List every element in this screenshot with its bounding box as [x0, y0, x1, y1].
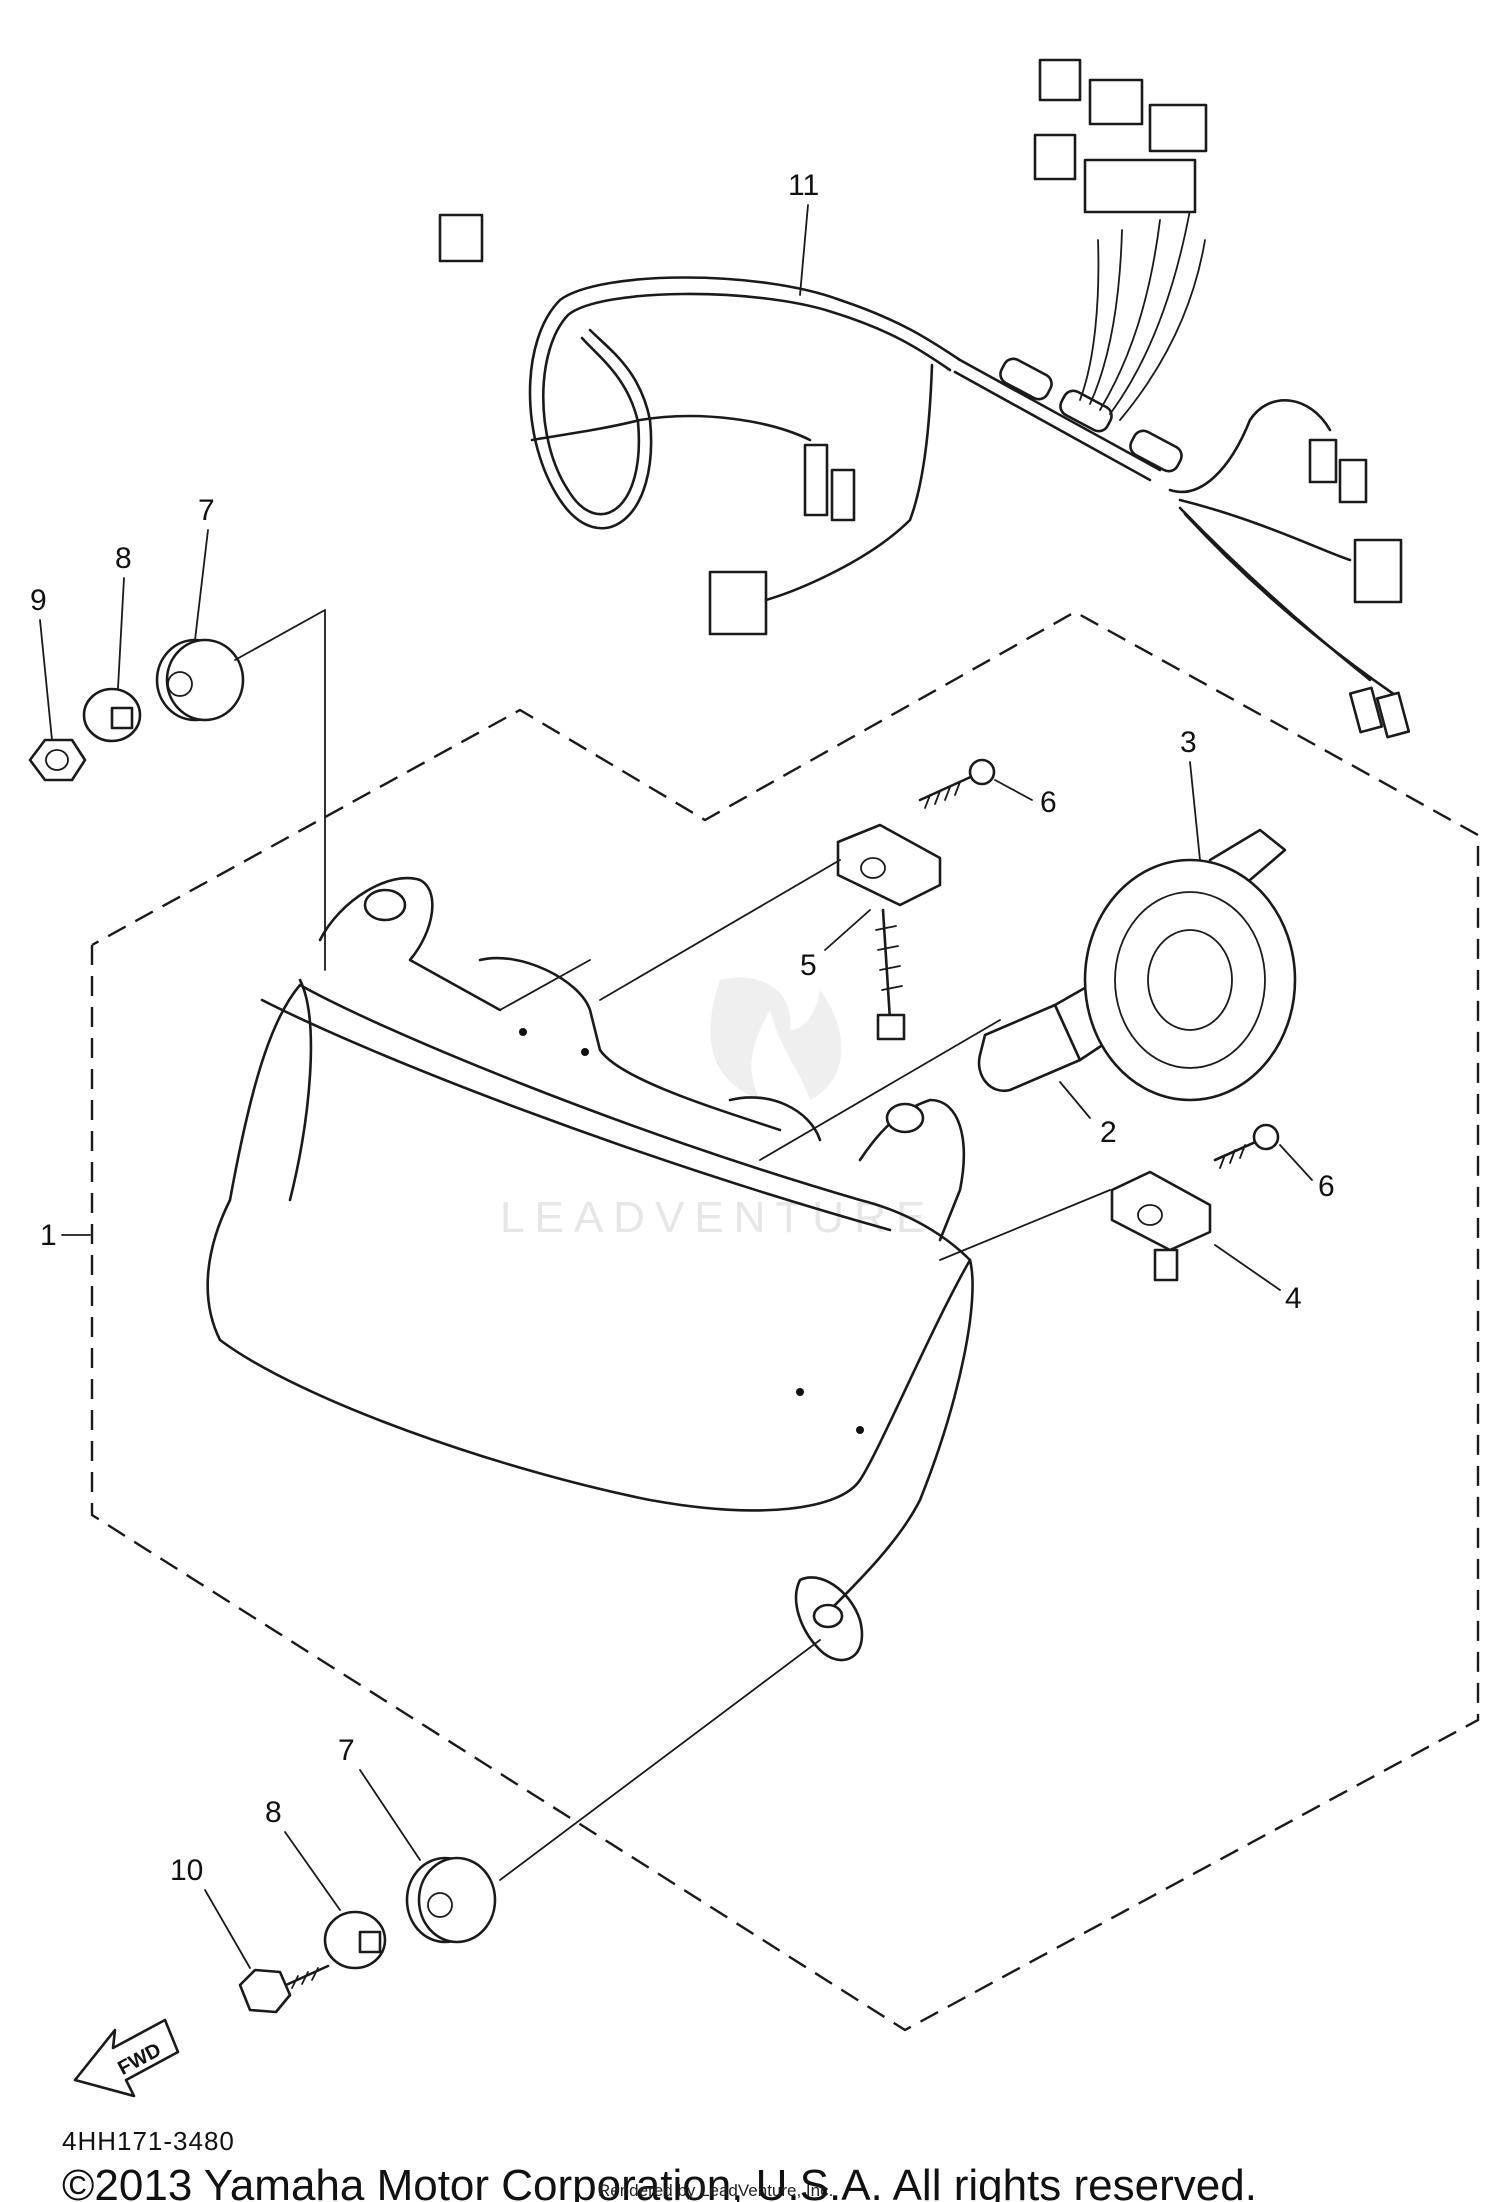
harness-connector-bottom	[708, 570, 768, 636]
harness-sleeve-3	[1129, 429, 1183, 473]
headlight-mount-hole-right	[885, 1102, 925, 1134]
bolt-lower	[238, 1964, 330, 2014]
callout-5: 5	[800, 949, 817, 982]
harness-sleeve-1	[999, 357, 1053, 401]
callout-7-upper: 7	[198, 494, 215, 527]
harness-connector-cluster-4	[1033, 133, 1077, 181]
screw-upper	[918, 758, 996, 809]
callout-6-upper: 6	[1040, 786, 1057, 819]
callout-2: 2	[1100, 1116, 1117, 1149]
grommet-upper	[155, 638, 245, 722]
callouts: 1 2 3 4 5 6 6 7 7 8 8 9 10 11	[30, 169, 1335, 1969]
callout-10: 10	[170, 1854, 203, 1887]
harness-sleeve-2	[1059, 389, 1113, 433]
headlight-lens	[206, 983, 972, 1512]
screw-lower	[1213, 1123, 1280, 1169]
harness-connector-right-3	[1353, 538, 1403, 604]
headlight-assembly	[206, 876, 974, 1662]
headlight-housing-top	[478, 956, 782, 1132]
wire-harness	[438, 58, 1411, 739]
harness-terminal-2	[1375, 691, 1411, 739]
callout-7-lower: 7	[338, 1734, 355, 1767]
adjuster-bracket-upper	[836, 823, 942, 1041]
forward-arrow: FWD	[73, 2018, 180, 2098]
watermark-flame-icon	[710, 977, 842, 1100]
callout-9: 9	[30, 584, 47, 617]
rendered-by: Rendered by LeadVenture, Inc.	[598, 2181, 833, 2200]
headlight-mount-bracket-right	[858, 1098, 966, 1242]
headlight-housing-side	[828, 1258, 974, 1612]
harness-bullet-terminal-left	[803, 443, 829, 517]
headlight-lens-seam	[288, 978, 313, 1202]
callout-8-upper: 8	[115, 542, 132, 575]
adjuster-bracket-lower	[1110, 1170, 1212, 1282]
callout-3: 3	[1180, 726, 1197, 759]
harness-connector-cluster-2	[1088, 78, 1144, 126]
headlight-screw-hole-2	[581, 1048, 589, 1056]
harness-bullet-terminal-right	[830, 468, 856, 522]
harness-connector-top-left	[438, 213, 484, 263]
callout-11: 11	[788, 169, 819, 202]
headlight-bulb-socket	[728, 1096, 822, 1142]
headlight-lens-edge	[260, 998, 892, 1232]
harness-connector-right-1	[1308, 438, 1338, 484]
callout-4: 4	[1285, 1282, 1302, 1315]
forward-arrow-icon	[73, 2018, 180, 2098]
harness-terminal-1	[1348, 686, 1384, 734]
callout-6-lower: 6	[1318, 1170, 1335, 1203]
headlight-mount-hole-top	[363, 888, 407, 922]
assembly-boundary-dashed	[90, 610, 1480, 2032]
collar-lower	[323, 1910, 387, 1970]
headlight-screw-hole-4	[856, 1426, 864, 1434]
headlight-screw-hole-3	[796, 1388, 804, 1396]
copyright-notice: ©2013 Yamaha Motor Corporation, U.S.A. A…	[62, 2161, 1257, 2202]
leader-lines	[234, 609, 1111, 1881]
watermark-text: LEADVENTURE	[500, 1193, 935, 1242]
harness-connector-cluster-3	[1148, 103, 1208, 153]
headlight-mount-hole-bottom	[812, 1603, 844, 1629]
nut-upper	[28, 738, 87, 782]
callout-1: 1	[40, 1219, 57, 1252]
harness-connector-cluster-main	[1083, 158, 1197, 214]
headlight-mount-bracket-top	[318, 876, 502, 1012]
headlight-mount-bracket-bottom	[794, 1576, 864, 1662]
callout-8-lower: 8	[265, 1796, 282, 1829]
headlight-screw-hole-1	[519, 1028, 527, 1036]
watermark: LEADVENTURE	[500, 977, 935, 1242]
harness-connector-cluster-1	[1038, 58, 1082, 102]
grommet-lower	[405, 1856, 497, 1944]
diagram-code: 4HH171-3480	[62, 2126, 235, 2156]
harness-connector-right-2	[1338, 458, 1368, 504]
bulb-cover	[1083, 828, 1297, 1102]
collar-upper	[82, 687, 142, 743]
